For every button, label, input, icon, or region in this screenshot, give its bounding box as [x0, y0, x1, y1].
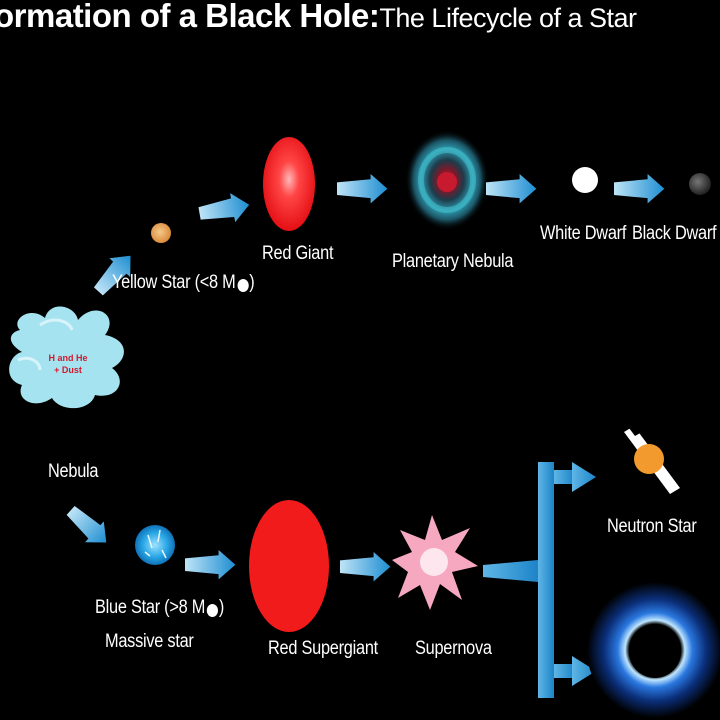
- label-white-dwarf: White Dwarf: [540, 223, 627, 244]
- neutron-star: [624, 424, 680, 494]
- label-neutron-star: Neutron Star: [607, 516, 697, 537]
- cloud-text-line2: + Dust: [54, 365, 82, 375]
- white-dwarf: [572, 167, 598, 193]
- label-blue-star-paren: ): [218, 597, 225, 618]
- red-giant: [263, 137, 315, 231]
- branch-bracket: [538, 462, 596, 698]
- arrow-to-red-supergiant: [185, 550, 236, 580]
- label-red-supergiant: Red Supergiant: [268, 638, 378, 659]
- arrow-to-black-dwarf: [614, 174, 665, 204]
- supernova: [392, 515, 478, 610]
- planetary-nebula: [405, 130, 489, 230]
- label-yellow-star-text: Yellow Star (<8 M: [112, 272, 236, 293]
- cloud-text-line1: H and He: [48, 353, 88, 363]
- label-red-giant: Red Giant: [262, 243, 334, 264]
- arrow-nebula-to-blue-star: [61, 500, 116, 553]
- title-light: The Lifecycle of a Star: [379, 3, 637, 33]
- sun-symbol-icon: [206, 604, 219, 617]
- black-hole: [587, 582, 720, 718]
- sun-symbol-icon: [237, 279, 249, 292]
- arrow-to-bracket: [483, 560, 538, 582]
- arrow-to-red-giant: [197, 190, 252, 228]
- blue-star: [135, 525, 175, 565]
- label-yellow-star-paren: ): [249, 272, 255, 293]
- title-bold: ormation of a Black Hole:: [0, 0, 380, 34]
- label-nebula: Nebula: [48, 461, 99, 482]
- yellow-star: [151, 223, 171, 243]
- label-massive-star: Massive star: [105, 631, 194, 652]
- label-blue-star-text: Blue Star (>8 M: [95, 597, 206, 618]
- red-supergiant: [249, 500, 329, 632]
- black-dwarf: [689, 173, 711, 195]
- cloud-text: H and He + Dust: [40, 352, 96, 376]
- label-yellow-star: Yellow Star (<8 M): [112, 272, 255, 294]
- label-supernova: Supernova: [415, 638, 492, 659]
- label-blue-star: Blue Star (>8 M): [95, 597, 224, 619]
- label-planetary-nebula: Planetary Nebula: [392, 251, 514, 272]
- arrow-to-planetary-nebula: [337, 174, 388, 204]
- arrow-to-white-dwarf: [486, 174, 537, 204]
- label-black-dwarf: Black Dwarf: [632, 223, 717, 244]
- diagram-title: ormation of a Black Hole:The Lifecycle o…: [0, 0, 637, 40]
- gas-cloud-icon: [9, 306, 124, 409]
- arrow-to-supernova: [340, 552, 391, 582]
